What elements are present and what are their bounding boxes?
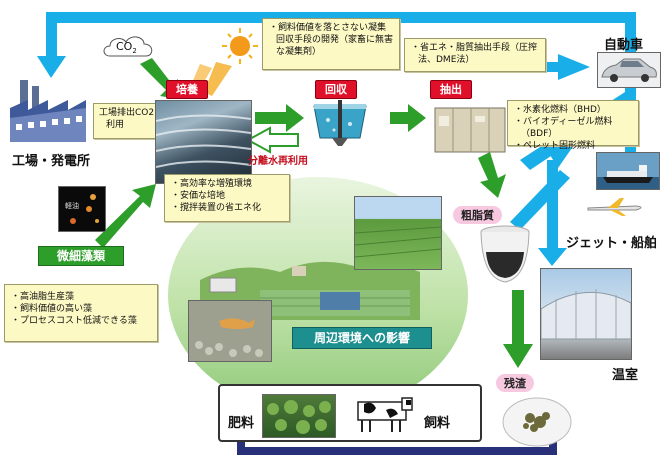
jet-photo [586,196,648,218]
greenhouse-icon [541,289,631,340]
residue-icon [502,397,572,447]
note-algae-traits: 高油脂生産藻 飼料価値の高い藻 プロセスコスト低減できる藻 [4,284,158,342]
environment-label: 周辺環境への影響 [292,327,432,349]
recovery-label: 回収 [315,80,357,99]
note-env-item: 安価な培地 [178,190,284,202]
co2-label: CO [116,40,133,53]
rice-paddy-photo [354,196,442,270]
co2-subscript: 2 [132,47,137,56]
note-extraction-method-text: 省エネ・脂質抽出手段（圧搾法、DME法） [418,42,540,66]
fertilizer-label: 肥料 [228,416,255,431]
cow-illustration [350,392,414,434]
note-fuel-item: 水素化燃料（BHD） [521,104,633,116]
note-trait-item: プロセスコスト低減できる藻 [18,315,152,327]
note-cultivation-env: 高効率な増殖環境 安価な培地 撹拌装置の省エネ化 [164,174,290,222]
jet-ship-label: ジェット・船舶 [566,236,658,251]
machine-icon [434,107,506,153]
shrimp-icon [195,318,263,357]
feed-label: 飼料 [424,416,451,431]
note-env-item: 撹拌装置の省エネ化 [178,202,284,214]
factory-label: 工場・発電所 [12,154,91,169]
cultivation-photo [155,100,252,184]
shrimp-photo [188,300,272,362]
greenhouse-label: 温室 [612,368,639,383]
car-photo [597,52,661,88]
ship-icon [597,165,659,189]
note-flocculant-text: 飼料価値を落とさない凝集回収手段の開発（家畜に無害な凝集剤） [276,22,394,58]
cultivation-label: 培養 [166,80,208,99]
note-extraction-method: 省エネ・脂質抽出手段（圧搾法、DME法） [404,38,546,72]
ship-photo [596,152,660,190]
note-fuels: 水素化燃料（BHD） バイオディーゼル燃料（BDF） ペレット固形燃料 [507,100,639,151]
note-fuel-item: ペレット固形燃料 [521,140,633,152]
factory-icon [10,80,86,142]
crude-oil-glass [476,222,534,286]
separation-water-arrow [245,126,299,154]
note-trait-item: 飼料価値の高い藻 [18,303,152,315]
fertilizer-photo [262,394,336,438]
residue-dish [500,392,574,450]
note-factory-co2: 工場排出CO2利用 [93,103,163,139]
tank-icon [313,100,367,146]
cow-icon [357,397,413,432]
car-icon [601,58,657,82]
note-fuel-item: バイオディーゼル燃料（BDF） [521,116,633,140]
paddy-icon [355,226,441,258]
note-env-item: 高効率な増殖環境 [178,178,284,190]
algae-cell-icon [70,194,99,224]
pond-icon [156,114,251,168]
note-flocculant: 飼料価値を落とさない凝集回収手段の開発（家畜に無害な凝集剤） [262,18,400,70]
crude-oil-label: 粗脂質 [453,206,502,224]
extraction-machine [433,104,507,154]
note-factory-co2-text: 工場排出CO2利用 [99,108,155,130]
jet-icon [587,198,642,216]
separation-water-label: 分離水再利用 [248,156,308,167]
beaker-icon [480,225,530,283]
microalgae-photo: 軽油 [58,186,106,232]
residue-label: 残渣 [496,374,534,392]
greenhouse-photo [540,268,632,360]
co2-cloud: CO2 [100,32,156,62]
microalgae-micro-text: 軽油 [65,202,79,210]
crop-icon [267,400,331,434]
recovery-tank [310,100,370,148]
cloud-icon [103,36,153,57]
factory-illustration [6,78,90,144]
microalgae-label: 微細藻類 [38,246,124,266]
note-trait-item: 高油脂生産藻 [18,291,152,303]
car-label: 自動車 [604,38,644,53]
extraction-label: 抽出 [430,80,472,99]
